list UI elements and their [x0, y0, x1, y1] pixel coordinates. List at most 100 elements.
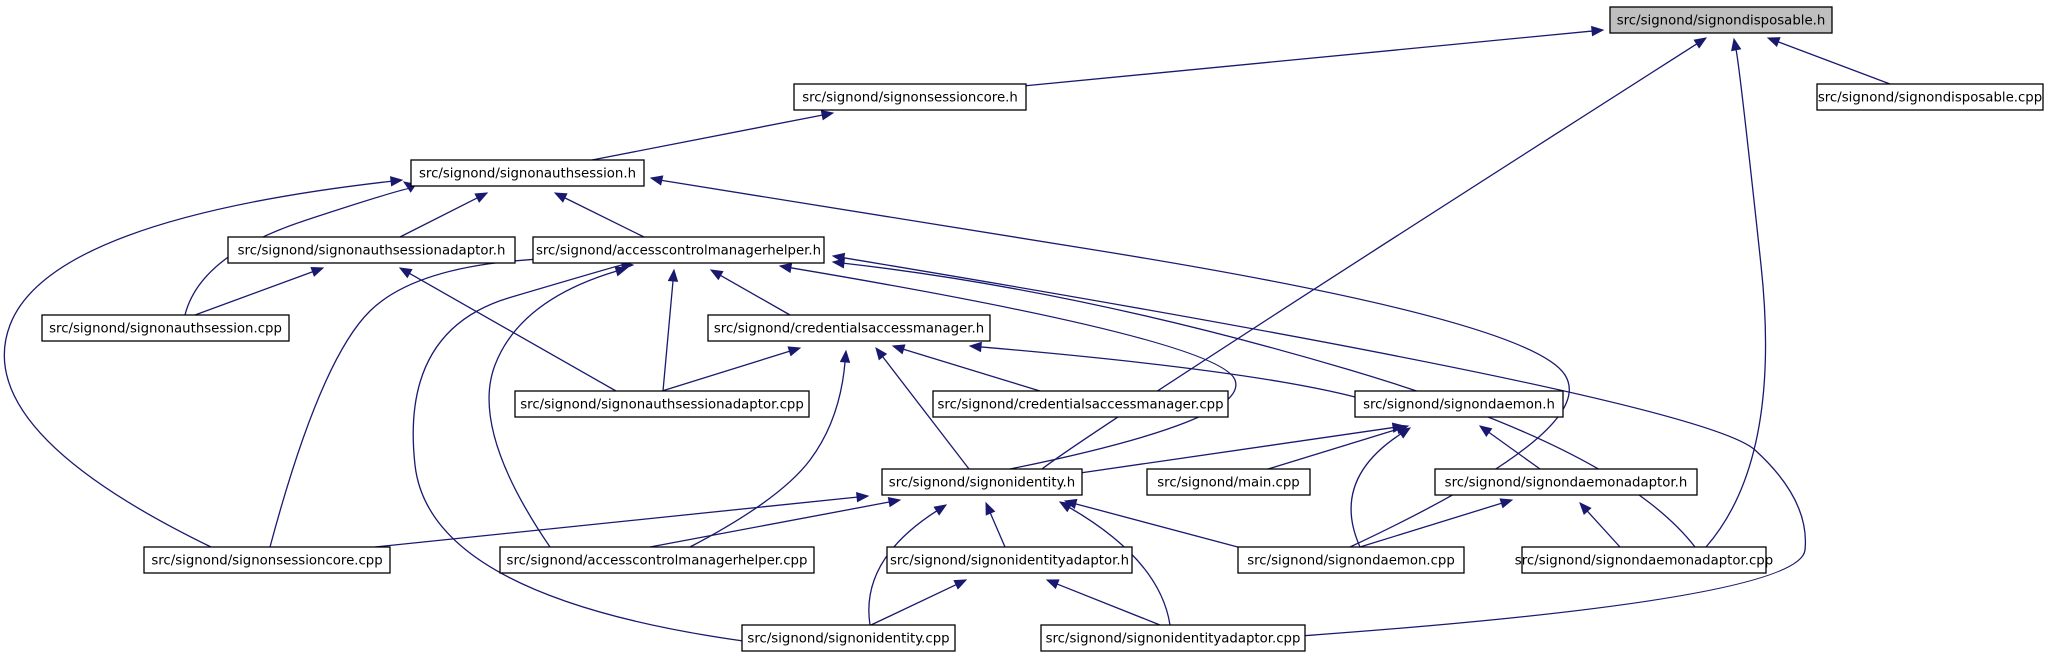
edge-line	[409, 272, 617, 392]
file-node[interactable]: src/signond/accesscontrolmanagerhelper.c…	[499, 546, 815, 574]
file-node[interactable]: src/signond/signonsessioncore.cpp	[143, 546, 391, 574]
edge-line	[269, 257, 560, 548]
edge-line	[1488, 431, 1541, 470]
edge-line	[843, 257, 1807, 637]
dependency-edge	[412, 259, 759, 644]
arrowhead-icon	[953, 579, 968, 590]
file-node[interactable]: src/signond/credentialsaccessmanager.h	[707, 314, 991, 342]
dependency-edge	[1063, 498, 1250, 551]
file-node[interactable]: src/signond/signondisposable.cpp	[1816, 83, 2044, 111]
root-file-node[interactable]: src/signond/signondisposable.h	[1609, 6, 1833, 34]
dependency-edge	[591, 110, 835, 161]
node-label: src/signond/signonidentityadaptor.cpp	[1046, 632, 1301, 647]
dependency-edge	[875, 346, 970, 470]
file-node[interactable]: src/signond/signonauthsession.h	[410, 159, 645, 187]
edge-line	[662, 280, 674, 392]
node-label: src/signond/signonidentity.h	[889, 476, 1075, 491]
arrowhead-icon	[649, 175, 664, 186]
node-label: src/signond/signonauthsessionadaptor.h	[238, 244, 506, 259]
file-node[interactable]: src/signond/signonauthsessionadaptor.cpp	[514, 390, 810, 418]
node-label: src/signond/signonidentityadaptor.h	[890, 554, 1129, 569]
arrowhead-icon	[709, 269, 724, 281]
edge-line	[1350, 433, 1402, 548]
edge-line	[488, 270, 617, 548]
dependency-edge	[831, 252, 1807, 637]
arrowhead-icon	[474, 192, 489, 203]
edge-line	[903, 348, 1041, 392]
dependency-edge	[1045, 579, 1161, 626]
dependency-edge	[870, 579, 968, 626]
dependency-edge	[891, 344, 1041, 392]
arrowhead-icon	[985, 501, 996, 516]
node-label: src/signond/signondisposable.h	[1617, 14, 1826, 29]
edge-line	[591, 114, 823, 161]
file-node[interactable]: src/signond/signonidentity.h	[881, 468, 1083, 496]
node-label: src/signond/signonauthsession.cpp	[49, 322, 282, 337]
file-node[interactable]: src/signond/main.cpp	[1146, 468, 1311, 496]
file-node[interactable]: src/signond/signonauthsessionadaptor.h	[227, 236, 516, 264]
file-node[interactable]: src/signond/signondaemon.h	[1354, 390, 1564, 418]
file-node[interactable]: src/signond/signondaemonadaptor.cpp	[1515, 546, 1773, 574]
dependency-edge	[709, 269, 791, 316]
dependency-edge	[398, 267, 617, 392]
arrowhead-icon	[856, 491, 870, 503]
arrowhead-icon	[887, 496, 902, 508]
node-box	[227, 236, 516, 264]
edge-line	[720, 274, 791, 316]
node-label: src/signond/signondisposable.cpp	[1818, 91, 2042, 106]
node-label: src/signond/credentialsaccessmanager.cpp	[937, 398, 1223, 413]
arrowhead-icon	[820, 110, 835, 121]
edge-line	[194, 271, 313, 316]
edge-line	[870, 584, 957, 626]
graph-edges	[3, 25, 1891, 644]
dependency-edge	[968, 341, 1356, 398]
file-node[interactable]: src/signond/accesscontrolmanagerhelper.h	[532, 236, 825, 264]
arrowhead-icon	[1499, 498, 1514, 509]
arrowhead-icon	[1766, 37, 1781, 47]
node-box	[707, 314, 991, 342]
arrowhead-icon	[933, 504, 948, 516]
file-node[interactable]: src/signond/signonidentity.cpp	[741, 624, 956, 652]
edge-line	[1778, 41, 1891, 85]
node-box	[1816, 83, 2044, 111]
arrowhead-icon	[1478, 425, 1493, 437]
edge-line	[1022, 30, 1593, 87]
file-node[interactable]: src/signond/signonidentityadaptor.cpp	[1040, 624, 1306, 652]
file-node[interactable]: src/signond/signondaemon.cpp	[1237, 546, 1465, 574]
arrowhead-icon	[1397, 427, 1412, 439]
edge-line	[1359, 502, 1502, 548]
file-node[interactable]: src/signond/signondaemonadaptor.h	[1434, 468, 1698, 496]
file-node[interactable]: src/signond/signonauthsession.cpp	[41, 314, 290, 342]
edge-line	[1079, 426, 1394, 474]
node-box	[1237, 546, 1465, 574]
arrowhead-icon	[389, 176, 404, 187]
dependency-edge	[1579, 502, 1621, 548]
node-box	[41, 314, 290, 342]
node-box	[793, 83, 1027, 111]
dependency-edge	[1041, 37, 1708, 470]
node-box	[932, 390, 1229, 418]
dependency-edge	[1766, 37, 1891, 85]
edge-line	[980, 346, 1356, 398]
file-node[interactable]: src/signond/signonsessioncore.h	[793, 83, 1027, 111]
edge-line	[661, 350, 790, 392]
arrowhead-icon	[667, 268, 679, 282]
node-box	[499, 546, 815, 574]
node-label: src/signond/signonsessioncore.cpp	[151, 554, 382, 569]
edge-line	[1069, 506, 1171, 626]
edge-line	[649, 501, 890, 548]
file-node[interactable]: src/signond/credentialsaccessmanager.cpp	[932, 390, 1229, 418]
edge-line	[1586, 510, 1621, 548]
edge-line	[790, 267, 1237, 470]
arrowhead-icon	[398, 267, 413, 279]
node-label: src/signond/signondaemon.h	[1363, 398, 1555, 413]
dependency-edge	[1058, 501, 1171, 626]
dependency-edge	[1267, 424, 1410, 470]
file-node[interactable]: src/signond/signonidentityadaptor.h	[886, 546, 1133, 574]
edge-line	[412, 264, 759, 644]
dependency-edge	[1079, 422, 1406, 474]
node-label: src/signond/signondaemonadaptor.h	[1445, 476, 1688, 491]
dependency-edge	[1359, 498, 1514, 548]
arrowhead-icon	[831, 252, 846, 264]
